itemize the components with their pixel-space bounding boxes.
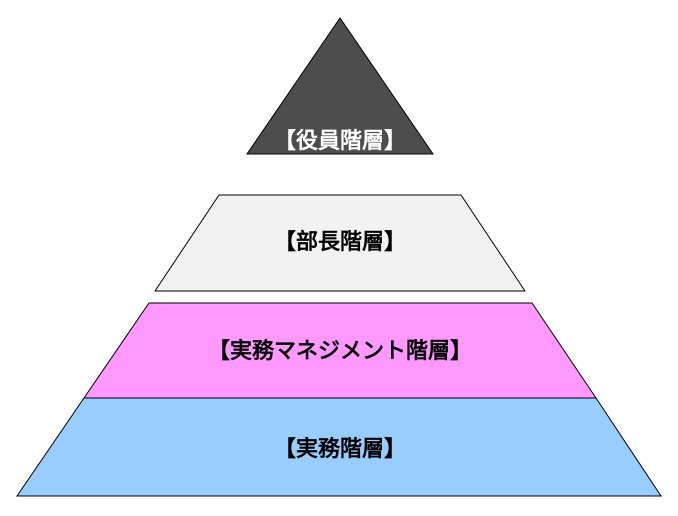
tier-manager-label: 【部長階層】: [274, 229, 406, 255]
tier-manager-shape: [154, 194, 526, 292]
tier-executive: 【役員階層】: [246, 17, 434, 155]
tier-practical-label: 【実務階層】: [274, 436, 406, 462]
tier-practical: 【実務階層】: [16, 397, 662, 497]
tier-practical-shape: [16, 397, 662, 497]
tier-executive-label: 【役員階層】: [274, 129, 406, 154]
tier-practical-management-label: 【実務マネジメント階層】: [208, 338, 472, 364]
tier-practical-management: 【実務マネジメント階層】: [83, 302, 597, 399]
tier-executive-shape: [246, 17, 434, 155]
tier-manager: 【部長階層】: [154, 194, 526, 292]
